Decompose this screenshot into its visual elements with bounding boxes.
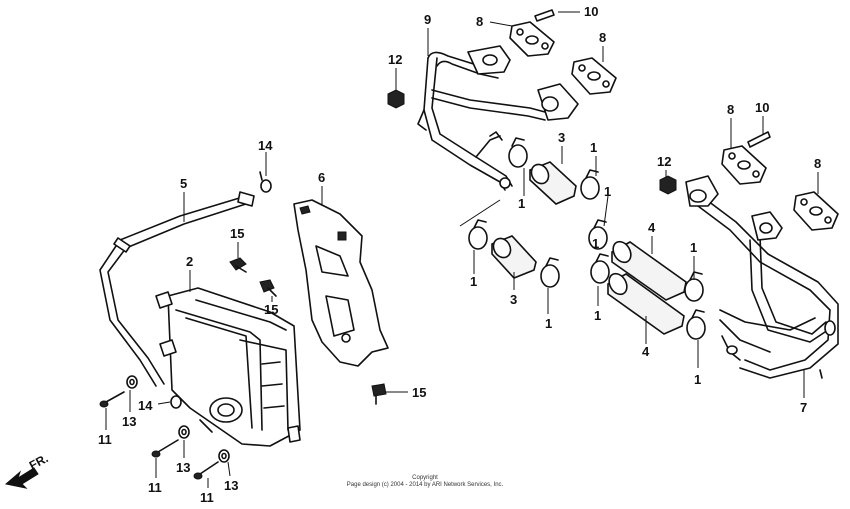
callout-1: 1 <box>604 184 611 199</box>
callout-14: 14 <box>258 138 273 153</box>
callout-1: 1 <box>545 316 552 331</box>
callout-labels: 1 1 1 1 1 1 1 1 1 2 3 3 4 4 5 6 7 8 8 8 … <box>98 4 821 505</box>
clamp-4 <box>540 257 560 288</box>
nut-lower <box>659 175 677 195</box>
clamp-3 <box>468 219 488 250</box>
callout-8: 8 <box>476 14 483 29</box>
callout-2: 2 <box>186 254 193 269</box>
gasket-lower-right <box>793 191 839 231</box>
callout-15: 15 <box>230 226 244 241</box>
callout-1: 1 <box>470 274 477 289</box>
callout-7: 7 <box>800 400 807 415</box>
callout-8: 8 <box>814 156 821 171</box>
callout-10: 10 <box>755 100 769 115</box>
callout-11: 11 <box>98 432 112 447</box>
callout-1: 1 <box>694 372 701 387</box>
callout-3: 3 <box>510 292 517 307</box>
bolt-15-a <box>229 257 247 273</box>
hose-long-lower <box>607 272 685 335</box>
copyright-line-1: Copyright <box>412 475 438 481</box>
bracket-plate <box>293 199 389 367</box>
hose-long-upper <box>611 240 687 301</box>
bolt-15-c <box>371 383 387 405</box>
callout-13: 13 <box>176 460 190 475</box>
callout-5: 5 <box>180 176 187 191</box>
bolt-11-a <box>99 391 125 408</box>
clamp-2 <box>580 169 600 200</box>
clamp-1 <box>508 137 528 168</box>
bolt-11-c <box>193 461 219 480</box>
callout-15: 15 <box>412 385 426 400</box>
callout-1: 1 <box>592 236 599 251</box>
washer-13-b <box>178 425 190 439</box>
callout-1: 1 <box>690 240 697 255</box>
pipe-frame-upper <box>417 45 579 191</box>
stud-lower <box>747 131 771 148</box>
callout-13: 13 <box>122 414 136 429</box>
copyright-line-2: Page design (c) 2004 - 2014 by ARI Netwo… <box>347 482 504 488</box>
leader-lines <box>105 11 819 488</box>
callout-9: 9 <box>424 12 431 27</box>
callout-15: 15 <box>264 302 278 317</box>
arrow-icon <box>4 467 39 489</box>
callout-6: 6 <box>318 170 325 185</box>
hose-short-lower <box>491 235 537 279</box>
callout-8: 8 <box>599 30 606 45</box>
clamp-6 <box>590 253 610 284</box>
clip-lower <box>170 395 182 409</box>
callout-14: 14 <box>138 398 153 413</box>
callout-11: 11 <box>148 480 162 495</box>
gasket-upper-right <box>571 57 617 95</box>
gasket-upper-left <box>509 21 555 57</box>
callout-1: 1 <box>590 140 597 155</box>
bolt-15-b <box>259 279 277 297</box>
callout-11: 11 <box>200 490 214 505</box>
callout-13: 13 <box>224 478 238 493</box>
tube <box>99 191 255 387</box>
hose-short-upper <box>529 161 577 205</box>
washer-13-c <box>218 449 230 463</box>
callout-12: 12 <box>388 52 402 67</box>
direction-label: FR. <box>27 451 51 472</box>
front-direction-indicator: FR. <box>4 451 51 489</box>
nut-upper <box>387 89 405 109</box>
callout-3: 3 <box>558 130 565 145</box>
pump-unit <box>155 287 301 447</box>
bolt-11-b <box>151 439 179 458</box>
callout-8: 8 <box>727 102 734 117</box>
callout-1: 1 <box>594 308 601 323</box>
copyright-notice: Copyright Page design (c) 2004 - 2014 by… <box>347 475 504 488</box>
callout-1: 1 <box>518 196 525 211</box>
stud-upper <box>534 9 555 22</box>
callout-4: 4 <box>642 344 650 359</box>
clip-upper <box>259 171 272 193</box>
gasket-lower-left <box>721 145 767 185</box>
clamp-8 <box>686 309 706 340</box>
clamp-5 <box>588 219 608 250</box>
callout-10: 10 <box>584 4 598 19</box>
callout-4: 4 <box>648 220 656 235</box>
pipe-assembly-lower <box>685 175 839 379</box>
callout-12: 12 <box>657 154 671 169</box>
washer-13-a <box>126 375 138 389</box>
